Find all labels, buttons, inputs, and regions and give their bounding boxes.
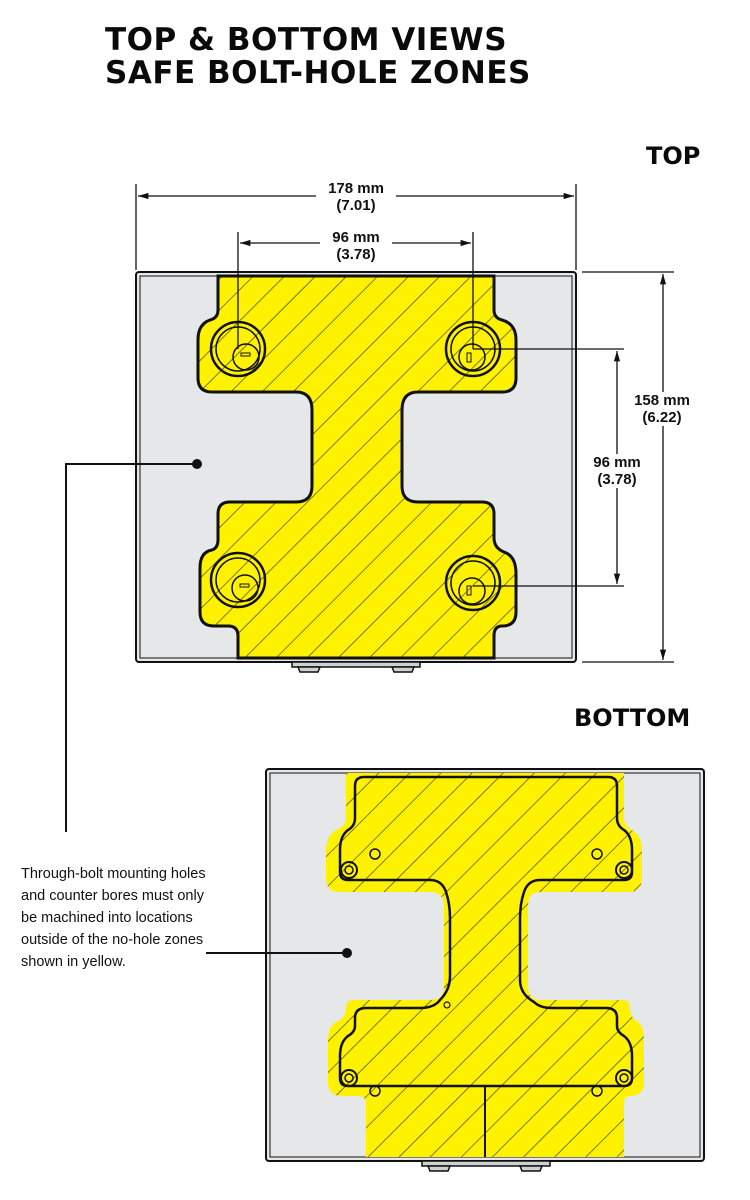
bottom-holes bbox=[340, 848, 633, 1097]
title-line-2: SAFE BOLT-HOLE ZONES bbox=[105, 55, 531, 91]
dim-mm: 178 mm bbox=[328, 180, 384, 197]
dim-overall-height-label: 158 mm (6.22) bbox=[626, 392, 698, 426]
dim-hole-spacing-vertical-label: 96 mm (3.78) bbox=[584, 454, 650, 488]
dim-hole-spacing-horizontal-label: 96 mm (3.78) bbox=[320, 229, 392, 263]
bottom-view-label: BOTTOM bbox=[574, 704, 691, 732]
leader-line bbox=[65, 459, 352, 958]
diagram-title: TOP & BOTTOM VIEWS SAFE BOLT-HOLE ZONES bbox=[105, 24, 531, 90]
bottom-no-hole-zone bbox=[326, 773, 644, 1157]
dim-in: (3.78) bbox=[597, 471, 637, 488]
top-no-hole-zone bbox=[196, 274, 518, 660]
title-line-1: TOP & BOTTOM VIEWS bbox=[105, 22, 508, 58]
dim-mm: 158 mm bbox=[634, 392, 690, 409]
dim-mm: 96 mm bbox=[332, 229, 380, 246]
dim-mm: 96 mm bbox=[593, 454, 641, 471]
dim-in: (6.22) bbox=[642, 409, 682, 426]
top-view-label: TOP bbox=[646, 142, 701, 170]
top-view-feet bbox=[291, 661, 421, 673]
dim-in: (7.01) bbox=[336, 197, 376, 214]
top-bolt-hole-br bbox=[444, 554, 502, 612]
bottom-view-feet bbox=[421, 1160, 551, 1172]
dim-overall-height bbox=[582, 271, 674, 663]
dim-in: (3.78) bbox=[336, 246, 376, 263]
dim-overall-width-label: 178 mm (7.01) bbox=[316, 180, 396, 214]
mounting-note: Through-bolt mounting holes and counter … bbox=[21, 866, 206, 970]
top-bolt-hole-bl bbox=[209, 551, 267, 609]
